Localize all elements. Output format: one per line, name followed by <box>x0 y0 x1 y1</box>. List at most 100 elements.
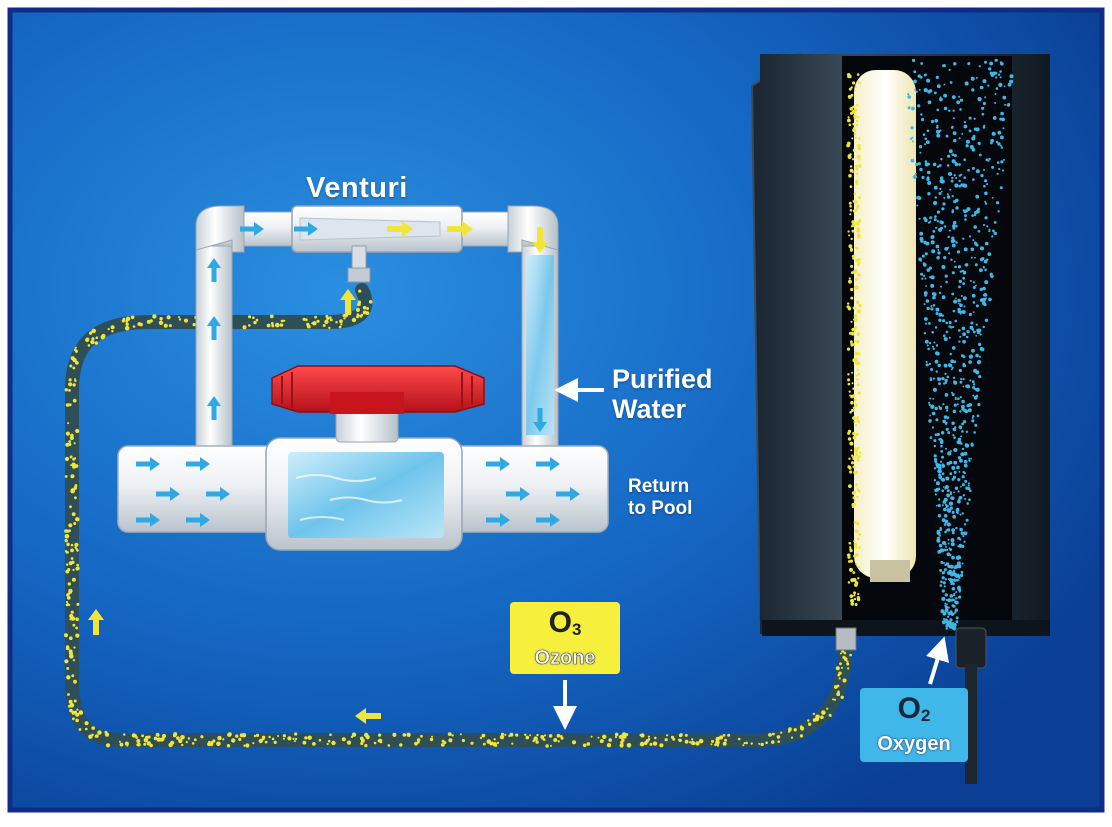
ozone-bubble <box>443 741 447 745</box>
oxygen-particle <box>950 258 953 261</box>
oxygen-particle <box>943 548 947 552</box>
oxygen-particle <box>962 237 965 240</box>
oxygen-particle <box>970 76 975 81</box>
oxygen-particle <box>981 112 985 116</box>
oxygen-particle <box>977 403 981 407</box>
oxygen-particle <box>984 297 987 300</box>
ozone-bubble <box>253 734 257 738</box>
ozone-bubble <box>97 730 102 735</box>
ozone-bubble <box>66 551 70 554</box>
ozone-particle <box>857 143 861 148</box>
oxygen-particle <box>949 81 953 84</box>
oxygen-particle <box>937 249 940 251</box>
ozone-particle <box>858 81 861 85</box>
oxygen-particle <box>983 184 986 188</box>
ozone-bubble <box>292 737 295 741</box>
ozone-bubble <box>776 735 781 739</box>
oxygen-particle <box>943 382 946 385</box>
oxygen-particle <box>932 398 935 400</box>
ozone-bubble <box>618 735 622 739</box>
ozone-bubble <box>777 740 780 743</box>
ozone-particle <box>852 105 855 109</box>
ozone-particle <box>852 128 857 133</box>
oxygen-particle <box>923 216 927 220</box>
oxygen-particle <box>918 217 921 220</box>
ozone-particle <box>853 339 857 342</box>
oxygen-particle <box>939 526 942 530</box>
oxygen-particle <box>933 458 938 462</box>
oxygen-particle <box>932 304 936 307</box>
flow-arrow-icon <box>486 513 510 527</box>
oxygen-particle <box>951 243 956 248</box>
oxygen-particle <box>939 187 942 190</box>
oxygen-pointer-arrow-icon <box>926 636 949 685</box>
ozone-particle <box>849 470 853 474</box>
oxygen-particle <box>1001 169 1005 172</box>
oxygen-particle <box>971 416 974 419</box>
oxygen-particle <box>944 485 949 489</box>
oxygen-particle <box>956 465 960 470</box>
oxygen-particle <box>957 579 960 582</box>
power-cord <box>965 664 977 784</box>
ozone-bubble <box>326 742 329 746</box>
oxygen-particle <box>961 399 965 404</box>
ozone-particle <box>852 416 856 420</box>
ozone-bubble <box>74 378 76 381</box>
ozone-bubble <box>654 736 657 740</box>
ozone-bubble <box>494 744 498 747</box>
ozone-bubble <box>207 742 211 747</box>
ozone-bubble <box>843 651 847 655</box>
ozone-particle <box>849 567 853 572</box>
oxygen-particle <box>925 360 928 363</box>
oxygen-particle <box>939 179 944 184</box>
oxygen-particle <box>936 165 940 168</box>
flow-arrow-icon <box>186 513 210 527</box>
ozone-and-oxygen-particles <box>846 58 1014 631</box>
oxygen-particle <box>958 329 961 332</box>
ozone-particle <box>852 209 857 213</box>
ozone-bubble <box>111 330 114 333</box>
purified-line-2: Water <box>612 394 687 424</box>
ozone-bubble <box>74 546 77 549</box>
oxygen-particle <box>948 569 952 574</box>
ozone-particle <box>852 257 855 260</box>
ozone-particle <box>857 352 861 356</box>
ozone-bubble <box>533 736 538 741</box>
ozone-bubble <box>543 734 547 737</box>
oxygen-particle <box>930 307 934 311</box>
oxygen-particle <box>957 307 961 312</box>
oxygen-particle <box>945 321 948 325</box>
ozone-bubble <box>72 398 77 403</box>
ozone-bubble <box>73 679 77 684</box>
ozone-particle <box>849 213 852 216</box>
flow-arrow-icon <box>486 457 510 471</box>
ozone-bubble <box>622 732 626 737</box>
ozone-arrows <box>88 221 548 724</box>
oxygen-particle <box>929 397 932 400</box>
oxygen-particle <box>929 414 931 417</box>
ozone-bubble <box>68 440 72 443</box>
oxygen-particle <box>930 240 935 245</box>
flow-arrow-icon <box>506 487 530 501</box>
ozone-bubble <box>515 733 519 737</box>
ozone-particle <box>848 331 852 335</box>
oxygen-particle <box>1002 158 1005 161</box>
oxygen-particle <box>998 82 1003 87</box>
oxygen-particle <box>987 84 990 87</box>
ozone-particle <box>853 420 856 423</box>
ozone-particle <box>853 594 856 597</box>
oxygen-particle <box>971 136 976 141</box>
ozone-bubble <box>545 744 549 748</box>
oxygen-particle <box>956 403 959 406</box>
ozone-particle <box>857 489 861 493</box>
ozone-bubble <box>328 326 331 330</box>
oxygen-particle <box>951 531 955 535</box>
oxygen-particle <box>962 494 966 497</box>
oxygen-particle <box>972 394 975 397</box>
oxygen-particle <box>948 501 954 506</box>
oxygen-particle <box>959 380 963 384</box>
oxygen-particle <box>951 195 954 198</box>
ozone-arrow-icon <box>88 609 104 635</box>
oxygen-particle <box>953 448 958 452</box>
oxygen-particle <box>961 310 966 314</box>
